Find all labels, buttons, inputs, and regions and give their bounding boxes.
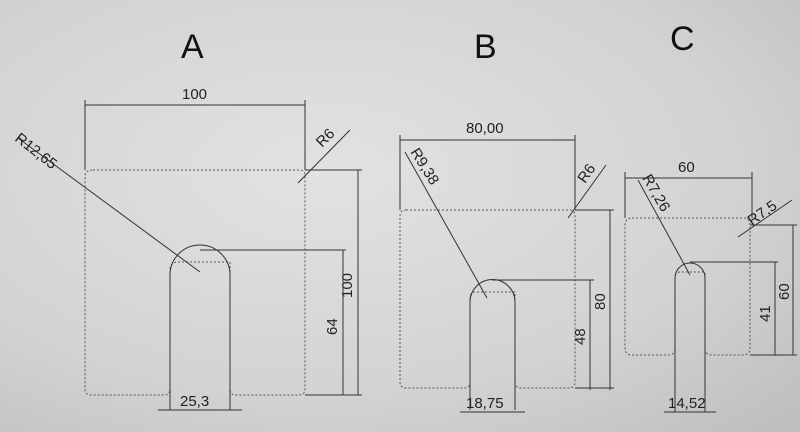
part-a: A 100 R6 R12,65 100 64 25,3 (12, 28, 362, 411)
part-c-slot-width-label: 14,52 (668, 395, 706, 412)
part-a-corner-label: R6 (313, 125, 339, 151)
part-a-slot-radius-leader (17, 137, 201, 273)
part-b-slot-radius-leader (404, 151, 488, 299)
part-c-corner-label: R7,5 (745, 197, 781, 229)
part-b-slot-radius-label: R9,38 (407, 145, 443, 188)
part-c-plate (624, 217, 751, 356)
part-b-corner-label: R6 (574, 161, 599, 186)
part-a-slot-depth-label: 64 (324, 318, 341, 335)
part-c-title: C (670, 20, 695, 58)
part-b-corner-leader (567, 164, 607, 219)
part-c-width-label: 60 (678, 159, 695, 176)
part-b-height-label: 80 (592, 293, 609, 310)
part-a-slot-width-label: 25,3 (180, 393, 209, 410)
part-b-slot-depth-label: 48 (572, 328, 589, 345)
part-c: C 60 R7,5 R7,26 60 41 14,52 (624, 20, 797, 413)
part-a-slot-radius-label: R12,65 (12, 130, 61, 173)
part-b-plate (399, 209, 576, 389)
part-b-slot-width-label: 18,75 (466, 395, 504, 412)
part-a-height-label: 100 (339, 273, 356, 298)
part-c-height-label: 60 (776, 283, 793, 300)
part-b-width-label: 80,00 (466, 120, 504, 137)
part-c-slot-depth-label: 41 (757, 305, 774, 322)
part-a-plate (84, 169, 306, 396)
part-a-slot (169, 244, 231, 410)
part-b-slot (469, 279, 516, 410)
part-c-slot (674, 262, 706, 412)
part-a-title: A (181, 28, 204, 66)
part-c-corner-leader (737, 199, 793, 238)
part-a-corner-leader (297, 129, 351, 184)
part-b-title: B (474, 28, 497, 66)
part-b: B 80,00 R6 R9,38 80 48 18,75 (399, 28, 614, 413)
part-c-slot-radius-leader (637, 179, 691, 276)
part-a-width-label: 100 (182, 86, 207, 103)
